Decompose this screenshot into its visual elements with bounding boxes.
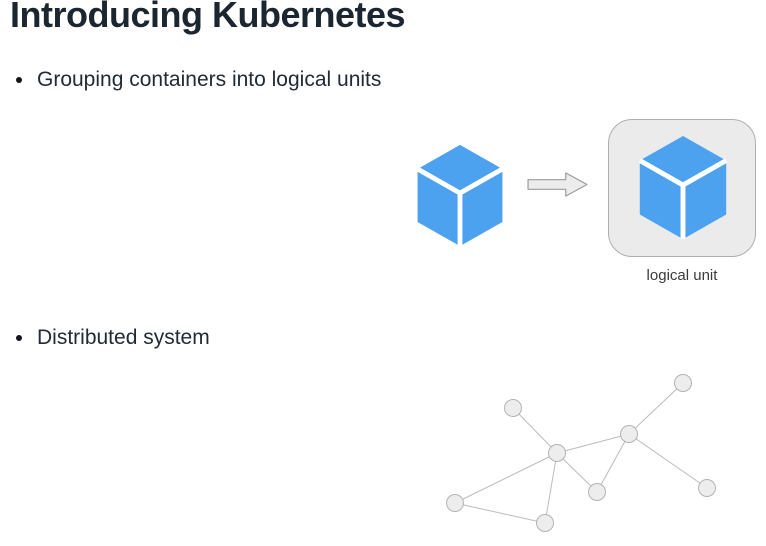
network-node: [674, 374, 692, 392]
bullet-distributed-system: Distributed system: [16, 326, 210, 350]
network-edge: [628, 382, 684, 435]
network-node: [698, 479, 716, 497]
network-edge: [556, 452, 598, 493]
slide-title: Introducing Kubernetes: [10, 0, 406, 35]
bullet-grouping-containers: Grouping containers into logical units: [16, 68, 381, 92]
network-edge: [628, 433, 708, 489]
grouped-cube-icon: [638, 135, 728, 240]
network-edge: [454, 452, 558, 504]
right-arrow-icon: [527, 172, 588, 197]
network-node: [536, 514, 554, 532]
arrow-shape: [527, 172, 588, 197]
network-node: [446, 494, 464, 512]
network-edge: [512, 407, 558, 454]
network-edge: [544, 452, 558, 524]
logical-unit-box: [608, 119, 756, 257]
network-edge: [596, 433, 630, 493]
network-edge: [556, 433, 630, 454]
bullet-dot: [16, 335, 22, 341]
network-node: [620, 425, 638, 443]
network-node: [588, 483, 606, 501]
container-cube-icon: [416, 144, 504, 247]
network-node: [548, 444, 566, 462]
logical-unit-caption: logical unit: [646, 267, 718, 284]
network-edge: [454, 502, 546, 524]
network-node: [504, 399, 522, 417]
bullet-text: Grouping containers into logical units: [37, 68, 382, 91]
bullet-text: Distributed system: [37, 326, 210, 349]
bullet-dot: [16, 77, 22, 83]
